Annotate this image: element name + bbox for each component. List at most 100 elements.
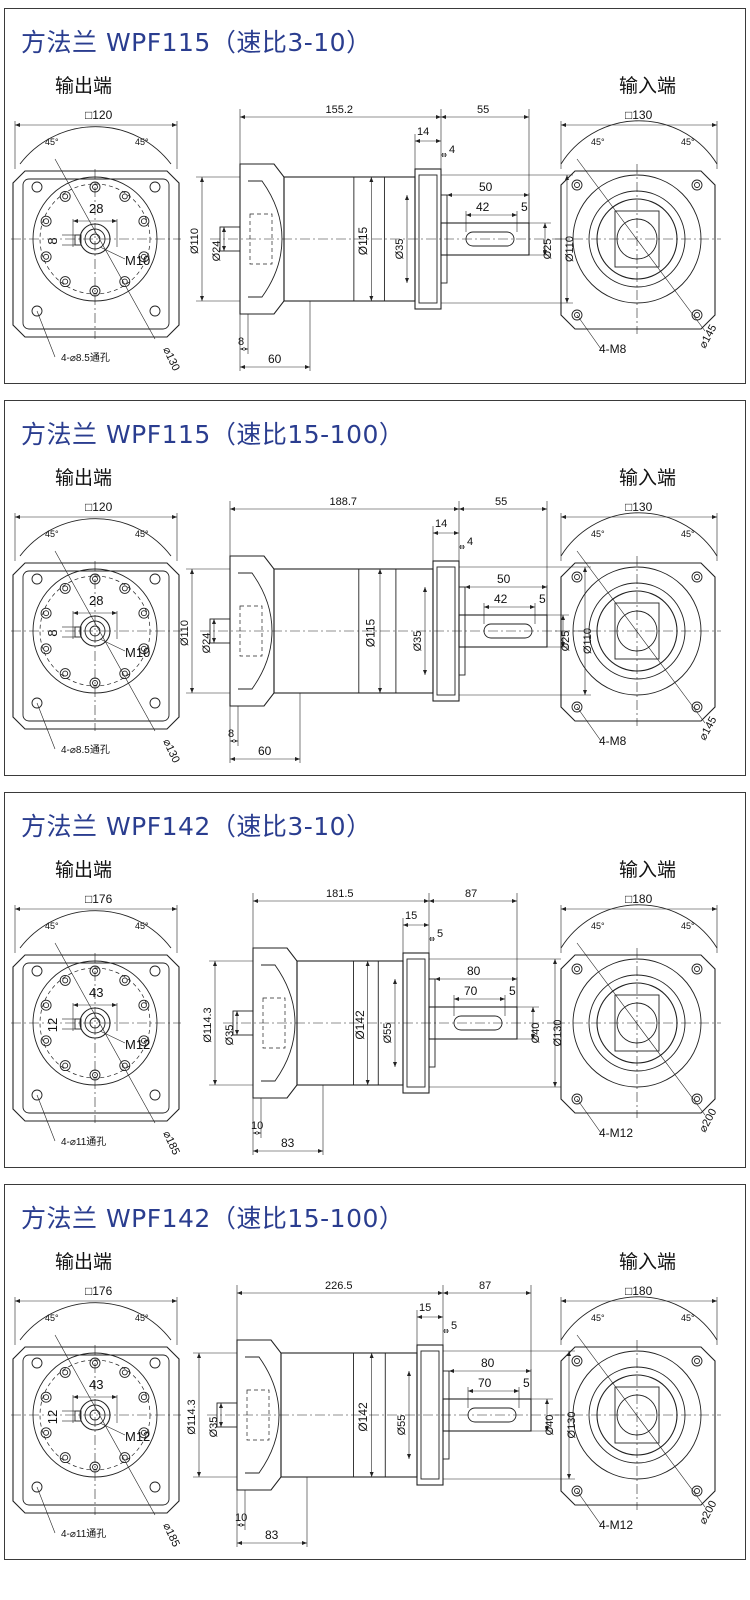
- mount-screw: [571, 963, 583, 975]
- input-end-label: 输入端: [619, 75, 677, 97]
- bolt-hole: [138, 643, 150, 655]
- mount-screw: [691, 1485, 703, 1497]
- bolt-hole: [119, 276, 131, 288]
- bolt-hole: [119, 668, 131, 680]
- mount-screw: [571, 1485, 583, 1497]
- dim-label: 45°: [681, 1313, 695, 1323]
- dim-label: 12: [45, 1410, 60, 1424]
- output-end-label: 输出端: [55, 75, 113, 97]
- mount-hole: [31, 965, 43, 977]
- dim-label: 45°: [135, 1313, 149, 1323]
- mount-screw: [571, 1093, 583, 1105]
- dim-label: ⌀185: [160, 1129, 181, 1157]
- panel-title: 方法兰 WPF115（速比3-10）: [21, 28, 372, 57]
- bolt-hole: [119, 190, 131, 202]
- dim-label: 45°: [45, 1313, 59, 1323]
- dim-label: 87: [479, 1280, 491, 1292]
- bolt-hole: [40, 1427, 52, 1439]
- bolt-hole: [59, 582, 71, 594]
- dim-label: ⌀200: [697, 1499, 719, 1527]
- mount-screw: [691, 571, 703, 583]
- dim-label: Ø115: [356, 226, 370, 255]
- dim-label: 4: [449, 144, 455, 156]
- bolt-hole: [40, 607, 52, 619]
- mount-hole: [149, 1357, 161, 1369]
- mount-hole: [149, 1481, 161, 1493]
- dim-label: Ø142: [356, 1402, 370, 1432]
- dim-label: Ø24: [201, 633, 213, 654]
- panel-title: 方法兰 WPF142（速比15-100）: [21, 1204, 405, 1233]
- dim-label: □176: [85, 1284, 113, 1298]
- dim-label: 15: [405, 910, 417, 922]
- dim-label: □180: [625, 1284, 653, 1298]
- dim-label: Ø115: [364, 618, 378, 647]
- dim-label: M12: [125, 1429, 150, 1444]
- bolt-hole: [59, 1452, 71, 1464]
- dim-label: 188.7: [330, 496, 358, 508]
- bolt-hole: [40, 999, 52, 1011]
- mount-screw: [691, 701, 703, 713]
- bolt-hole: [138, 215, 150, 227]
- bolt-hole: [59, 974, 71, 986]
- dim-label: 4-⌀8.5通孔: [61, 744, 110, 756]
- mount-hole: [31, 573, 43, 585]
- mount-screw: [571, 309, 583, 321]
- dim-label: 60: [258, 744, 272, 758]
- dim-label: 4-⌀11通孔: [61, 1528, 106, 1540]
- dim-label: 4-M8: [599, 734, 627, 748]
- dim-label: 45°: [681, 137, 695, 147]
- dim-label: 8: [228, 728, 234, 740]
- dim-label: 28: [89, 201, 103, 216]
- dim-label: 5: [451, 1320, 457, 1332]
- dim-label: 45°: [45, 529, 59, 539]
- dim-label: 28: [89, 593, 103, 608]
- dim-label: 4-M12: [599, 1518, 633, 1532]
- bolt-hole: [40, 1035, 52, 1047]
- dim-label: 14: [417, 126, 429, 138]
- dim-label: 5: [521, 200, 528, 214]
- dim-label: 45°: [591, 1313, 605, 1323]
- bolt-hole: [59, 668, 71, 680]
- dim-label: 12: [45, 1018, 60, 1032]
- mount-hole: [31, 181, 43, 193]
- dim-label: ⌀130: [160, 345, 181, 373]
- dim-label: 5: [539, 592, 546, 606]
- input-end-label: 输入端: [619, 1251, 677, 1273]
- output-end-label: 输出端: [55, 1251, 113, 1273]
- dim-label: 5: [509, 984, 516, 998]
- output-end-label: 输出端: [55, 859, 113, 881]
- dim-label: 55: [477, 104, 489, 116]
- bolt-hole: [138, 607, 150, 619]
- mount-screw: [571, 701, 583, 713]
- dim-label: 8: [45, 629, 60, 636]
- dim-label: ⌀145: [697, 715, 719, 743]
- mount-screw: [691, 179, 703, 191]
- input-end-label: 输入端: [619, 467, 677, 489]
- mount-hole: [149, 573, 161, 585]
- mount-hole: [149, 181, 161, 193]
- dim-label: 15: [419, 1302, 431, 1314]
- mount-hole: [31, 1357, 43, 1369]
- dim-label: Ø110: [179, 620, 191, 646]
- bolt-hole: [59, 276, 71, 288]
- dim-label: ⌀145: [697, 323, 719, 351]
- bolt-hole: [40, 251, 52, 263]
- dim-label: 226.5: [325, 1280, 353, 1292]
- dim-label: 42: [476, 200, 490, 214]
- dim-label: 45°: [681, 529, 695, 539]
- dim-label: 45°: [45, 921, 59, 931]
- dim-label: 43: [89, 1377, 103, 1392]
- dim-label: □130: [625, 108, 653, 122]
- input-end-label: 输入端: [619, 859, 677, 881]
- dim-label: ⌀130: [160, 737, 181, 765]
- dim-label: 4-⌀11通孔: [61, 1136, 106, 1148]
- mount-hole: [149, 1089, 161, 1101]
- dim-label: 45°: [135, 921, 149, 931]
